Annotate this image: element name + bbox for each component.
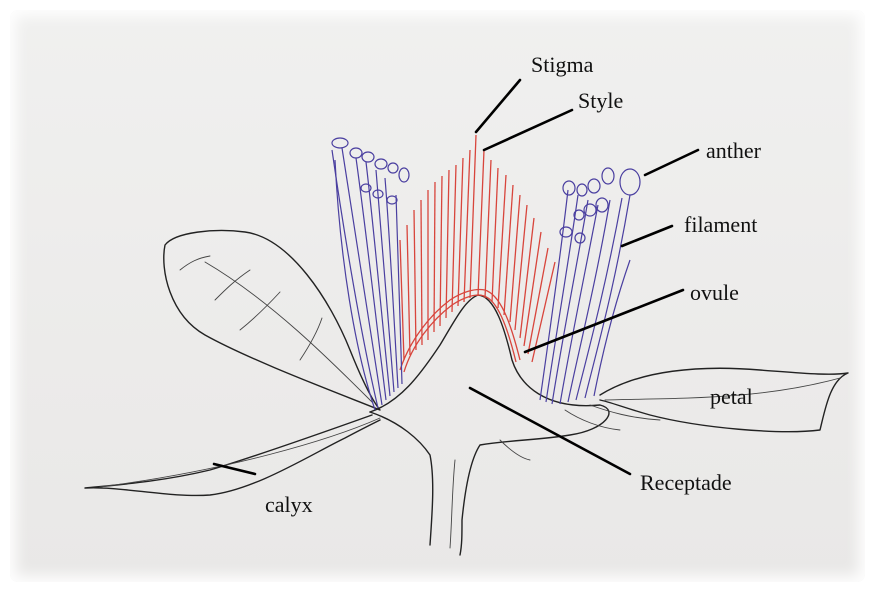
left-petal xyxy=(164,231,380,410)
ovule-cluster xyxy=(400,289,520,372)
receptacle-label: Receptade xyxy=(640,470,732,495)
ovule-pointer xyxy=(525,290,683,352)
calyx-label: calyx xyxy=(265,492,313,517)
anther-label: anther xyxy=(706,138,762,163)
style-label: Style xyxy=(578,88,623,113)
calyx-shape xyxy=(85,415,380,495)
filament-label: filament xyxy=(684,212,757,237)
ovule-label: ovule xyxy=(690,280,739,305)
left-stamens xyxy=(332,138,409,410)
calyx-pointer xyxy=(214,464,255,474)
anther-pointer xyxy=(645,150,698,175)
stigma-label: Stigma xyxy=(531,52,594,77)
pistil-styles xyxy=(400,135,555,362)
filament-pointer xyxy=(622,226,672,246)
style-pointer xyxy=(484,110,572,150)
petal-label: petal xyxy=(710,384,753,409)
right-stamens xyxy=(540,168,640,404)
receptacle-shape xyxy=(370,295,660,555)
stigma-pointer xyxy=(476,80,520,132)
